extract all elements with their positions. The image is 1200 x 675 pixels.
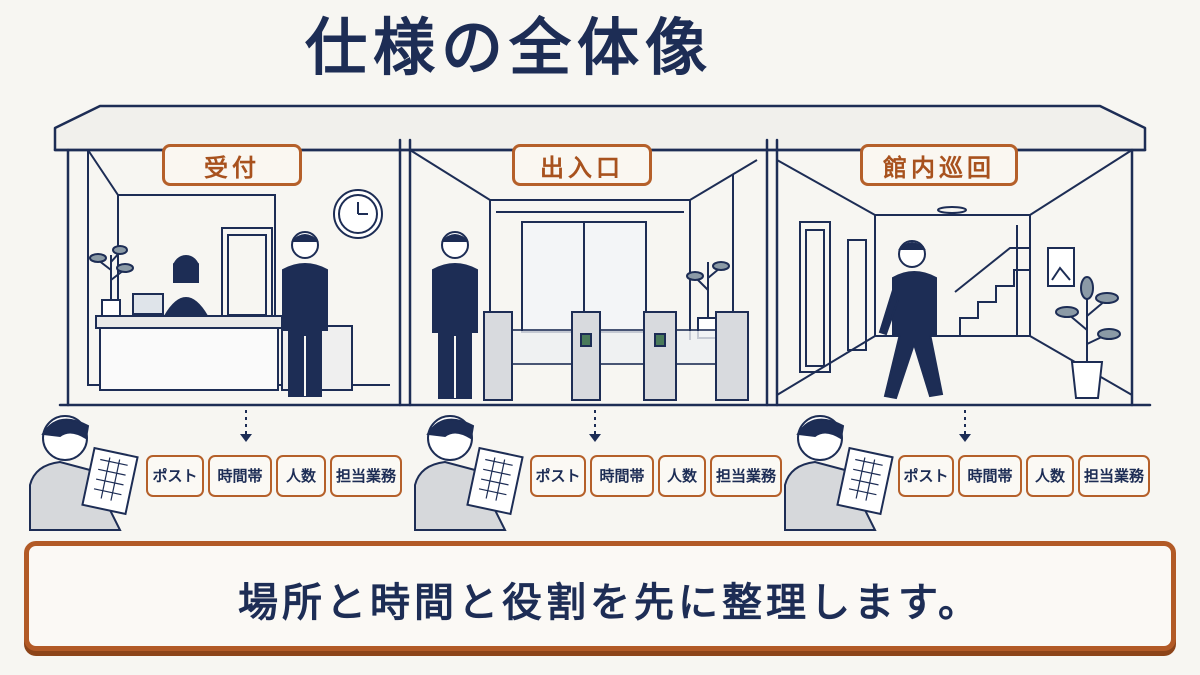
summary-text: 場所と時間と役割を先に整理します。 [238,580,982,626]
patrol-zone [776,149,1133,400]
chip-headcount: 人数 [276,455,326,497]
entrance-zone [409,149,758,401]
chip-post: ポスト [530,455,586,497]
connector-arrows [245,410,966,436]
chip-post: ポスト [898,455,954,497]
zone-tag-reception: 受付 [162,144,302,186]
building-illustration [29,104,1152,531]
planner-figure-2 [414,415,524,531]
planner-figure-3 [784,415,894,531]
page-title: 仕様の全体像 [305,11,714,84]
chip-time-slot: 時間帯 [958,455,1022,497]
chip-time-slot: 時間帯 [208,455,272,497]
planner-figures [29,415,894,531]
planner-figure-1 [29,415,139,531]
zone-tag-patrol: 館内巡回 [860,144,1018,186]
summary-box: 場所と時間と役割を先に整理します。 [24,541,1176,651]
reception-zone [87,149,390,397]
zone-tag-entrance: 出入口 [512,144,652,186]
chip-duties: 担当業務 [710,455,782,497]
chip-duties: 担当業務 [330,455,402,497]
chip-headcount: 人数 [1026,455,1074,497]
chip-headcount: 人数 [658,455,706,497]
chip-post: ポスト [146,455,204,497]
chip-time-slot: 時間帯 [590,455,654,497]
chip-duties: 担当業務 [1078,455,1150,497]
